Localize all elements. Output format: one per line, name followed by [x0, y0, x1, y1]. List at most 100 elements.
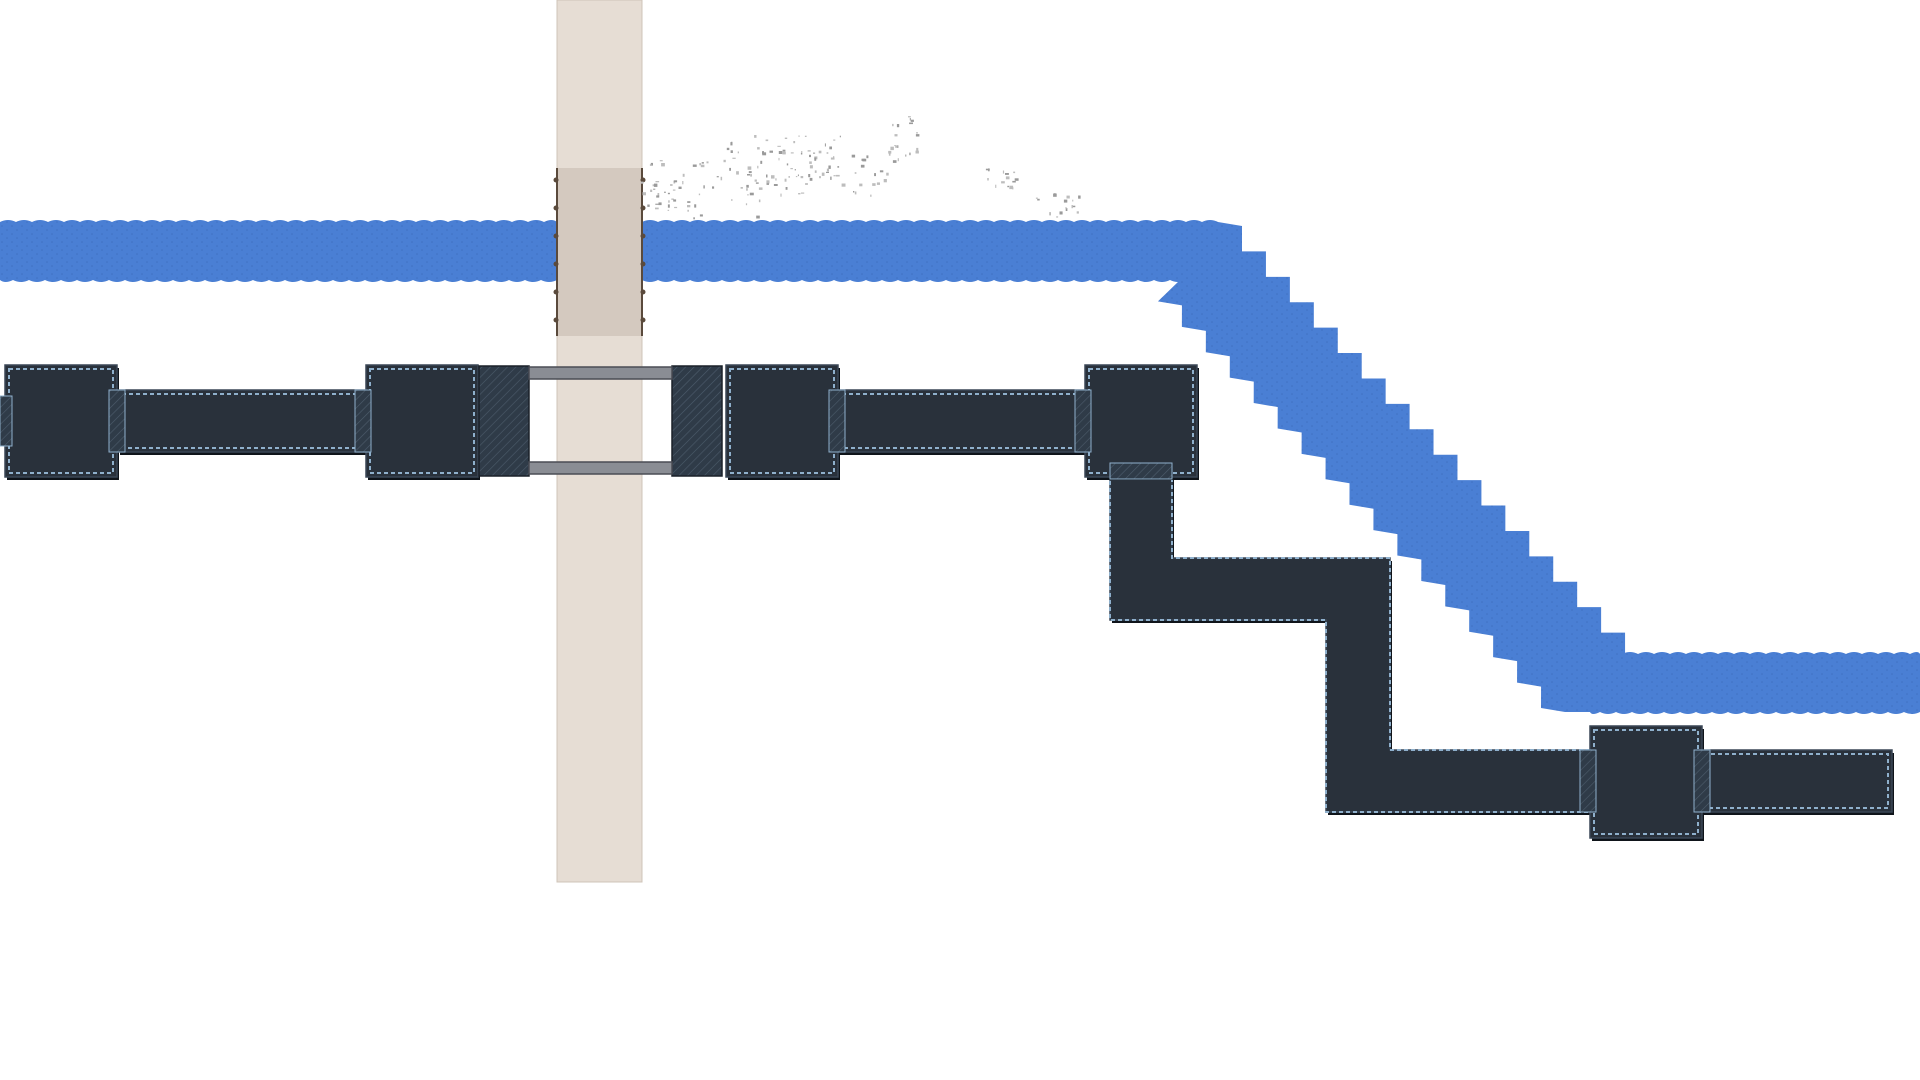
splash-particle — [755, 182, 759, 184]
splash-particle — [747, 174, 751, 176]
pipe-junction-1[interactable] — [4, 364, 119, 480]
splash-particle — [833, 156, 835, 160]
water-band-middle — [642, 220, 1218, 282]
splash-particle — [766, 180, 770, 184]
splash-particle — [778, 151, 783, 154]
splash-particle — [894, 134, 898, 137]
splash-particle — [775, 178, 777, 181]
coupling-5a — [1579, 749, 1597, 813]
splash-particle — [853, 191, 855, 193]
splash-particle — [737, 151, 739, 154]
splash-particle — [1014, 178, 1019, 181]
splash-particle — [746, 184, 749, 188]
splash-particle — [712, 186, 715, 189]
splash-particle — [800, 152, 803, 155]
splash-particle — [985, 168, 990, 171]
splash-particle — [655, 207, 659, 210]
splash-particle — [785, 187, 788, 190]
splash-particle — [866, 155, 869, 159]
splash-particle — [672, 189, 676, 191]
splash-particle — [892, 160, 897, 163]
pipe-junction-4[interactable] — [1084, 364, 1199, 480]
splash-particle — [682, 173, 685, 177]
splash-particle — [747, 194, 749, 196]
splash-particle — [730, 150, 733, 153]
splash-particle — [790, 168, 793, 170]
splash-particle — [786, 163, 789, 166]
splash-particle — [915, 150, 919, 154]
splash-particle — [678, 186, 682, 189]
splash-particle — [782, 149, 786, 152]
splash-particle — [798, 193, 801, 195]
splash-particle — [749, 192, 754, 196]
splash-particle — [1063, 199, 1068, 203]
bolt-icon — [640, 233, 646, 239]
pipe-junction-3[interactable] — [725, 364, 840, 480]
splash-particle — [859, 183, 863, 187]
pipe-straight-3[interactable] — [1699, 749, 1894, 815]
splash-particle — [661, 163, 665, 167]
pipe-junction-2[interactable] — [365, 364, 480, 480]
splash-particle — [698, 193, 701, 196]
splash-particle — [809, 154, 811, 158]
splash-particle — [777, 145, 781, 147]
water-band-left — [0, 220, 557, 282]
splash-particle — [988, 168, 990, 172]
splash-particle — [790, 152, 794, 154]
coupling-1a — [108, 389, 126, 453]
pipe-window[interactable] — [478, 365, 723, 477]
splash-particle — [909, 152, 911, 156]
splash-particle — [860, 164, 865, 168]
splash-particle — [760, 160, 763, 164]
splash-particle — [805, 183, 808, 185]
pipe-straight-1[interactable] — [117, 389, 372, 455]
splash-particle — [687, 205, 691, 208]
splash-particle — [826, 152, 829, 154]
splash-particle — [757, 147, 760, 150]
splash-particle — [654, 183, 658, 187]
splash-particle — [766, 174, 768, 178]
splash-particle — [830, 157, 835, 160]
splash-particle — [833, 175, 836, 177]
splash-particle — [664, 191, 666, 193]
splash-particle — [910, 119, 914, 122]
splash-particle — [876, 182, 880, 185]
splash-particle — [874, 173, 876, 177]
splash-particle — [1005, 173, 1009, 175]
pipe-junction-5[interactable] — [1589, 725, 1704, 841]
splash-particle — [814, 170, 817, 173]
splash-particle — [706, 161, 709, 164]
splash-particle — [1072, 205, 1076, 208]
splash-particle — [830, 176, 832, 180]
splash-particle — [732, 157, 736, 159]
water-slope — [1157, 222, 1626, 712]
splash-particle — [701, 162, 704, 164]
splash-particle — [1065, 208, 1068, 211]
splash-particle — [826, 168, 829, 172]
splash-particle — [656, 195, 660, 198]
splash-particle — [1035, 197, 1038, 199]
splash-particle — [1054, 193, 1056, 197]
coupling-1b — [354, 389, 372, 453]
water-band-right — [1590, 652, 1920, 714]
splash-particle — [673, 199, 677, 202]
splash-particle — [642, 192, 646, 196]
splash-particle — [798, 135, 800, 137]
splash-particle — [808, 174, 811, 178]
gate-bolts-icon — [553, 177, 646, 323]
pipe-straight-2[interactable] — [837, 389, 1090, 455]
splash-particle — [987, 178, 989, 181]
splash-particle — [890, 146, 894, 151]
coupling-5b — [1693, 749, 1711, 813]
splash-particle — [756, 215, 760, 219]
splash-particle — [888, 150, 892, 154]
splash-particle — [782, 151, 786, 155]
splash-particle — [740, 187, 743, 189]
splash-particle — [1013, 171, 1016, 174]
splash-particle — [870, 194, 872, 197]
splash-particle — [693, 217, 695, 220]
splash-particle — [766, 183, 769, 185]
splash-particle — [835, 174, 840, 177]
splash-particle — [909, 118, 911, 121]
pipe-network — [0, 364, 1894, 841]
